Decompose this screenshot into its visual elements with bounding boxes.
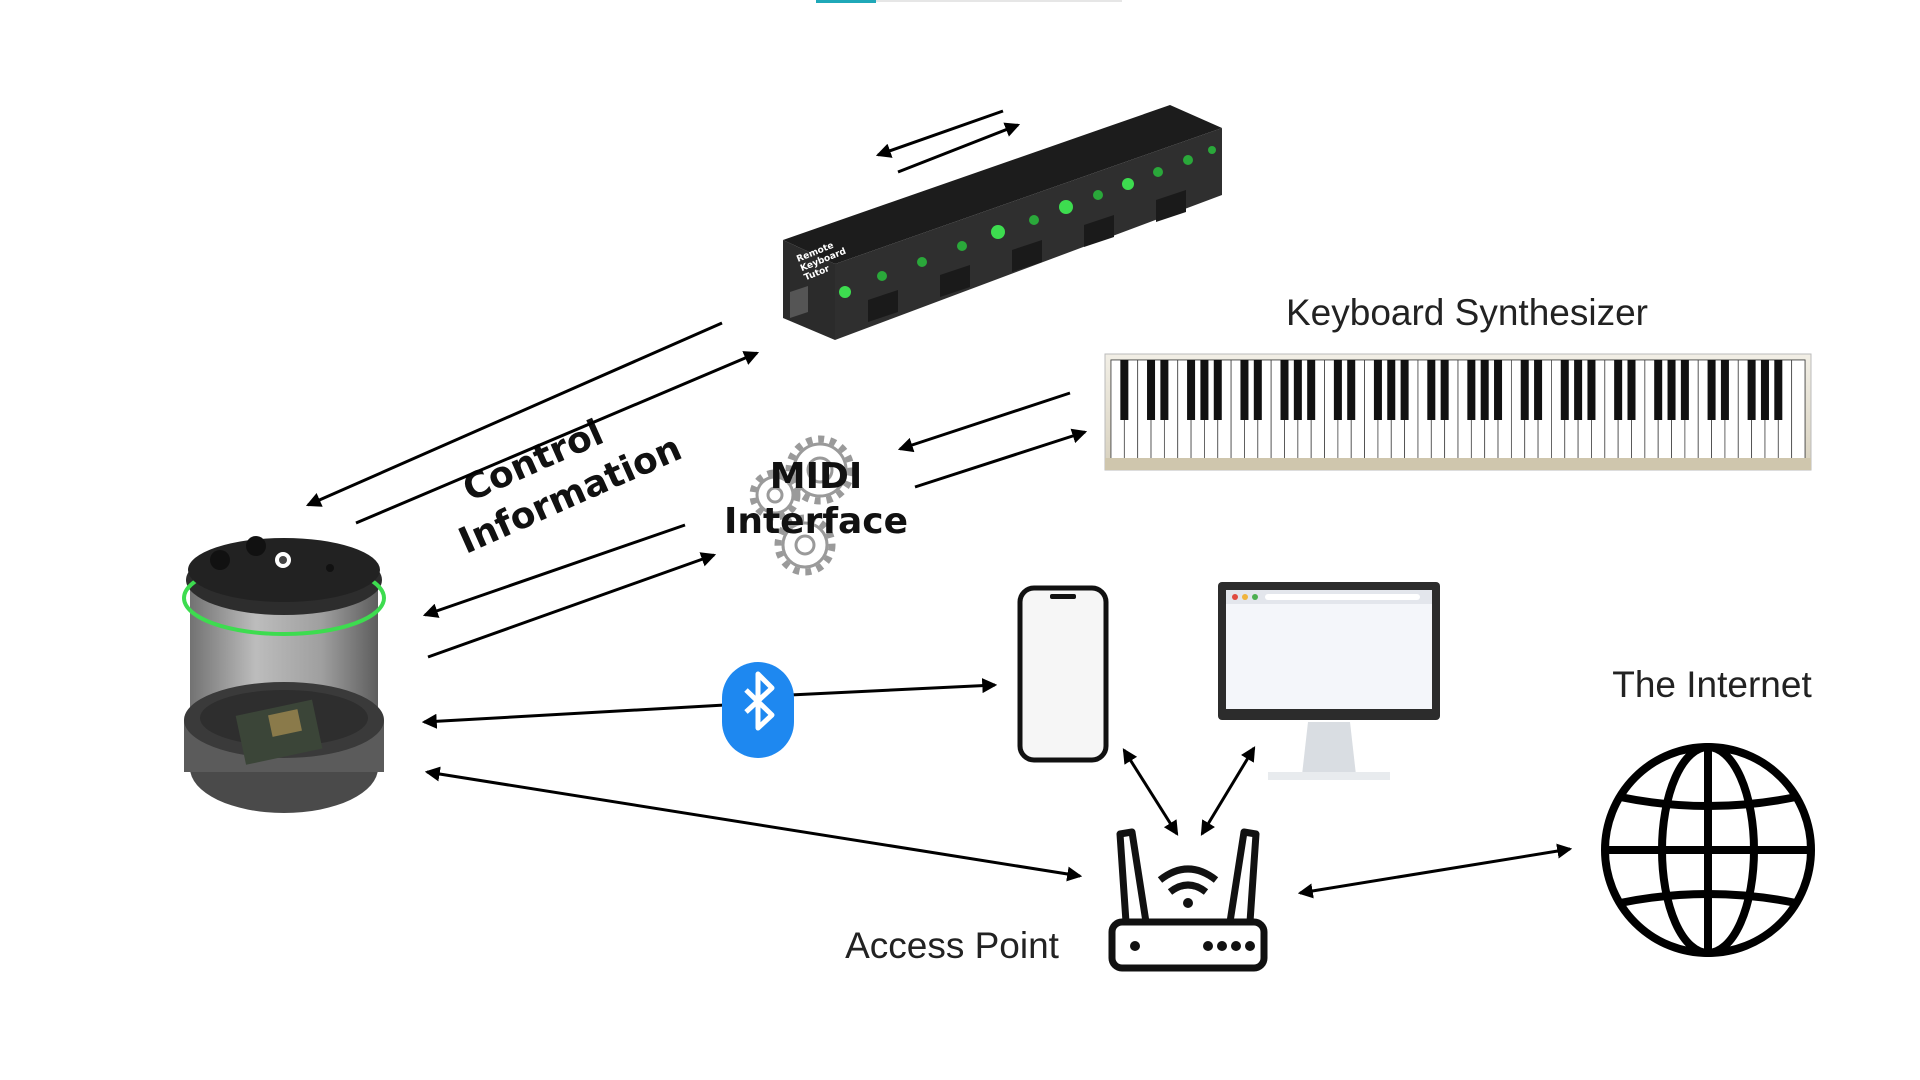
black-key [1427,360,1436,420]
hub-phone-bluetooth-arrow [421,678,998,729]
black-keys [1120,360,1783,420]
black-key [1213,360,1222,420]
black-key [1187,360,1196,420]
black-key [1333,360,1342,420]
black-key [1520,360,1529,420]
black-key [1680,360,1689,420]
black-key [1347,360,1356,420]
tutor-leds [839,146,1216,298]
black-key [1307,360,1316,420]
black-key [1480,360,1489,420]
black-key [1400,360,1409,420]
black-key [1147,360,1156,420]
black-key [1707,360,1716,420]
globe-icon [1601,743,1815,957]
hub-midi-arrows [422,523,717,659]
black-key [1200,360,1209,420]
midi-label-line2: Interface [724,501,908,542]
top-accent-bar [816,0,1122,3]
black-key [1654,360,1663,420]
black-key [1373,360,1382,420]
hub-device [182,536,386,813]
black-key [1614,360,1623,420]
black-key [1760,360,1769,420]
smartphone-icon [1017,585,1109,763]
tutor-slide-arrows [875,109,1021,174]
keyboard-synthesizer-label: Keyboard Synthesizer [1286,292,1648,333]
midi-keyboard-arrows [897,391,1088,489]
bluetooth-icon [722,662,794,758]
black-key [1253,360,1262,420]
control-arrows [305,321,760,525]
midi-label-line1: MIDI [770,456,863,497]
black-key [1240,360,1249,420]
black-key [1387,360,1396,420]
router-internet-arrow [1297,843,1573,899]
white-key [1791,359,1806,461]
black-key [1627,360,1636,420]
router-icon [1108,828,1268,972]
black-key [1160,360,1169,420]
keyboard-synthesizer [1104,353,1812,471]
access-point-label: Access Point [845,925,1060,966]
black-key [1534,360,1543,420]
black-key [1720,360,1729,420]
internet-label: The Internet [1612,664,1812,705]
keyboard-tutor-device: Remote Keyboard Tutor [783,105,1222,340]
devices-router-arrows [1122,746,1256,836]
black-key [1293,360,1302,420]
gear-icon [749,435,855,576]
black-key [1587,360,1596,420]
black-key [1467,360,1476,420]
hub-router-arrow [424,766,1083,882]
black-key [1280,360,1289,420]
monitor-icon [1218,582,1440,780]
black-key [1747,360,1756,420]
black-key [1667,360,1676,420]
black-key [1574,360,1583,420]
black-key [1560,360,1569,420]
black-key [1774,360,1783,420]
black-key [1120,360,1129,420]
black-key [1440,360,1449,420]
black-key [1494,360,1503,420]
